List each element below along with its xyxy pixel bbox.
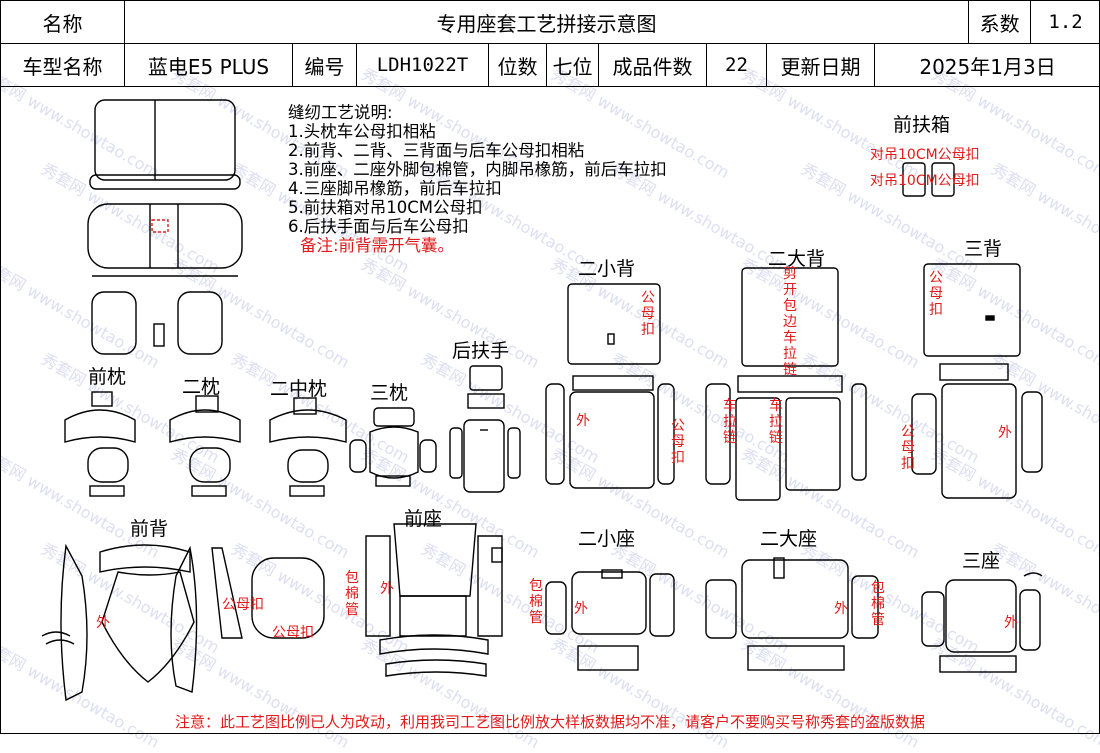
label-third-headrest: 三枕 — [370, 378, 408, 405]
anno-cotton-front-seat: 包棉管 — [344, 570, 360, 618]
anno-gongmu-front-back: 公母扣 — [222, 594, 264, 614]
anno-zipper-right: 车拉链 — [768, 398, 784, 446]
anno-cut-open: 剪开包边车拉链 — [782, 266, 798, 378]
anno-outer-second-big-seat: 外 — [834, 598, 848, 618]
note-item-2: 2.前背、二背、三背面与后车公母扣相粘 — [288, 141, 667, 160]
footer-warning: 注意：此工艺图比例已人为改动，利用我司工艺图比例放大样板数据均不准，请客户不要购… — [0, 711, 1100, 732]
label-second-mid-headrest: 二中枕 — [270, 374, 327, 401]
label-front-armrest: 前扶箱 — [893, 110, 950, 137]
anno-cotton-second-small-seat: 包棉管 — [528, 578, 544, 626]
label-third-seat: 三座 — [962, 546, 1000, 573]
seat-overview-front-pair — [92, 292, 222, 354]
anno-gongmu-front-back-2: 公母扣 — [272, 622, 314, 642]
front-armrest-note-1: 对吊10CM公母扣 — [870, 144, 980, 164]
anno-gongmu-third-back-side: 公母扣 — [900, 424, 916, 472]
label-second-small-seat: 二小座 — [578, 524, 635, 551]
label-rear-armrest: 后扶手 — [452, 336, 509, 363]
anno-outer-third-back: 外 — [998, 422, 1012, 442]
front-armrest-note-2: 对吊10CM公母扣 — [870, 170, 980, 190]
anno-zipper-left: 车拉链 — [722, 398, 738, 446]
label-third-back: 三背 — [964, 234, 1002, 261]
third-seat-pieces — [922, 573, 1042, 672]
anno-outer-second-small-seat: 外 — [574, 598, 588, 618]
label-front-seat: 前座 — [404, 504, 442, 531]
sewing-notes: 缝纫工艺说明: 1.头枕车公母扣相粘 2.前背、二背、三背面与后车公母扣相粘 3… — [288, 103, 667, 255]
label-front-back: 前背 — [130, 514, 168, 541]
notes-remark: 备注:前背需开气囊。 — [288, 236, 667, 255]
rear-armrest-pieces — [450, 366, 520, 492]
note-item-1: 1.头枕车公母扣相粘 — [288, 122, 667, 141]
notes-title: 缝纫工艺说明: — [288, 103, 667, 122]
label-second-small-back: 二小背 — [578, 254, 635, 281]
note-item-5: 5.前扶箱对吊10CM公母扣 — [288, 198, 667, 217]
anno-gongmu-small-back-side: 公母扣 — [670, 418, 686, 466]
second-big-seat-pieces — [706, 558, 878, 670]
anno-outer-front-seat: 外 — [380, 578, 394, 598]
note-item-4: 4.三座脚吊橡筋，前后车拉扣 — [288, 179, 667, 198]
anno-cotton-second-big-seat: 包棉管 — [870, 580, 886, 628]
front-seat-pieces — [366, 524, 502, 676]
seat-overview-rear-bench — [88, 100, 242, 276]
anno-outer-small-back: 外 — [576, 410, 590, 430]
anno-gongmu-third-back: 公母扣 — [928, 270, 944, 318]
second-small-seat-pieces — [546, 570, 674, 670]
label-front-headrest: 前枕 — [88, 362, 126, 389]
anno-outer-front-back: 外 — [96, 612, 110, 632]
label-second-headrest: 二枕 — [182, 372, 220, 399]
note-item-6: 6.后扶手面与后车公母扣 — [288, 217, 667, 236]
label-second-big-seat: 二大座 — [760, 524, 817, 551]
anno-gongmu-small-back: 公母扣 — [640, 290, 656, 338]
headrest-pieces — [65, 392, 436, 496]
note-item-3: 3.前座、二座外脚包棉管，内脚吊橡筋，前后车拉扣 — [288, 160, 667, 179]
anno-outer-third-seat: 外 — [1004, 612, 1018, 632]
